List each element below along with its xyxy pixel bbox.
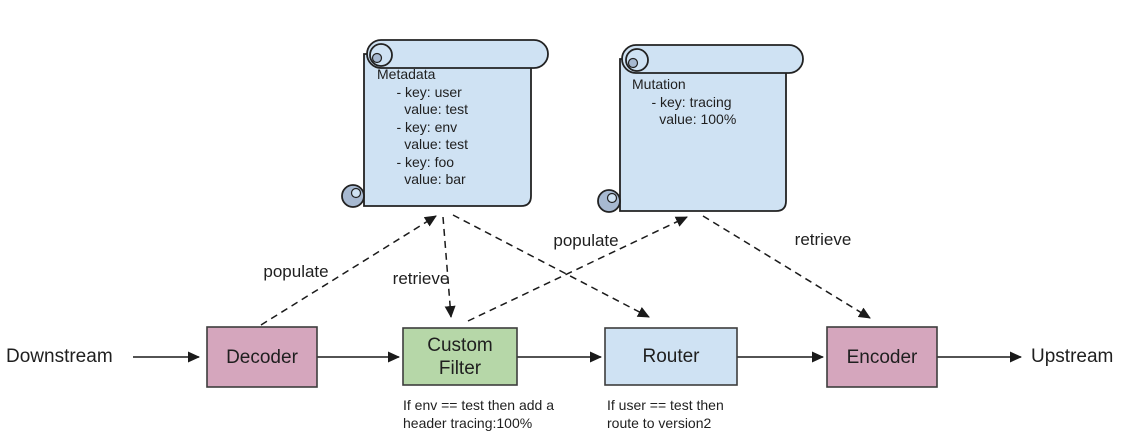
arrow-mutation-retrieve-encoder — [702, 215, 871, 319]
encoder-label: Encoder — [846, 346, 918, 368]
metadata-scroll-text: Metadata - key: user value: test - key: … — [377, 66, 469, 187]
dashed-arrows — [260, 214, 871, 326]
retrieve-mutation-encoder-label: retrieve — [794, 230, 852, 249]
metadata-scroll-bottom-curl-inner — [350, 187, 362, 199]
mutation-scroll-text: Mutation - key: tracing value: 100% — [632, 76, 737, 127]
populate-filter-mutation-label: populate — [553, 231, 619, 250]
metadata-scroll-top-curl-inner — [371, 52, 383, 64]
mutation-scroll-shape — [597, 44, 804, 213]
router-caption: If user == test then route to version2 — [607, 397, 724, 431]
router-label: Router — [642, 346, 700, 367]
arrow-metadata-to-router — [452, 214, 650, 318]
router-node — [604, 327, 738, 386]
retrieve-metadata-filter-label: retrieve — [392, 269, 450, 288]
metadata-scroll-shape — [341, 39, 549, 208]
decoder-label: Decoder — [226, 346, 298, 368]
mutation-scroll-top-curl-inner — [627, 57, 639, 69]
encoder-node — [826, 326, 938, 388]
arrow-metadata-retrieve-filter — [442, 216, 456, 318]
custom-filter-caption: If env == test then add a header tracing… — [403, 397, 554, 431]
downstream-label: Downstream — [6, 346, 113, 367]
decoder-node — [206, 326, 318, 388]
arrow-filter-populate-mutation — [467, 216, 688, 322]
mutation-scroll-top-bar — [621, 44, 804, 74]
custom-filter-label: Custom Filter — [427, 334, 493, 379]
process-boxes — [206, 326, 938, 388]
mutation-scroll-bottom-curl-inner — [606, 192, 618, 204]
custom-filter-node — [402, 327, 518, 386]
arrow-decoder-populate-metadata — [260, 215, 437, 326]
metadata-scroll-top-bar — [366, 39, 549, 69]
upstream-label: Upstream — [1031, 346, 1114, 367]
populate-decoder-metadata-label: populate — [263, 262, 329, 281]
